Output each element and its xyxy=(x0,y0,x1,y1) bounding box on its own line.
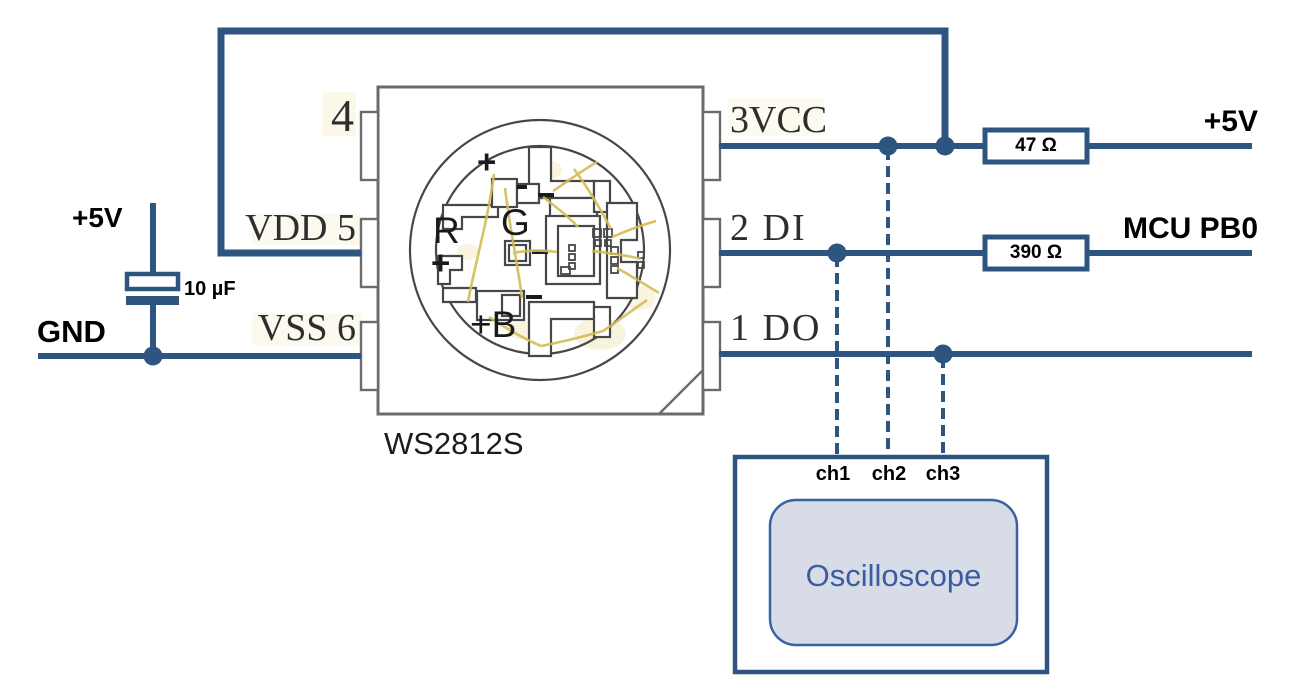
pin-stub-5-vdd xyxy=(359,217,380,289)
led-die-drawing xyxy=(408,118,672,382)
die-red-label: R xyxy=(433,210,460,251)
cap-plate-bottom xyxy=(126,296,179,305)
ic-bond-pads xyxy=(560,228,645,275)
ch1-label: ch1 xyxy=(815,463,851,485)
ws2812s-package xyxy=(252,85,824,416)
lens-outer-circle xyxy=(408,118,672,382)
resistor-47-value: 47 Ω xyxy=(1015,135,1057,156)
gnd-label: GND xyxy=(37,314,106,349)
pin-2-di-label: 2 DI xyxy=(730,207,807,249)
junction-dots xyxy=(143,136,955,366)
vdd-loop-wire xyxy=(217,27,949,257)
pin-6-vss-label: VSS 6 xyxy=(257,307,356,349)
pin-stub-3-vcc xyxy=(701,110,722,182)
frame-leftmid-step xyxy=(436,254,464,286)
oscilloscope-symbol xyxy=(732,454,1050,675)
driver-ic xyxy=(544,214,602,286)
plus5v-left-label: +5V xyxy=(72,202,123,233)
pin-stub-4 xyxy=(359,110,380,182)
die-plus-top-mark: + xyxy=(477,143,497,180)
ch3-label: ch3 xyxy=(925,463,961,485)
scan-smudge xyxy=(252,313,362,345)
die-green-label: G xyxy=(501,202,530,243)
pin-stub-2-di xyxy=(701,217,722,289)
part-number-label: WS2812S xyxy=(384,426,524,461)
capacitor-symbol xyxy=(124,271,181,305)
pin-stub-6-vss xyxy=(359,320,380,392)
vcc-junction-ch2 xyxy=(878,136,898,156)
cap-plate-top xyxy=(124,271,181,292)
scan-smudge xyxy=(728,98,824,136)
oscilloscope-screen xyxy=(768,498,1019,647)
resistor-47-box xyxy=(982,127,1090,165)
pin-1-do-label: 1 DO xyxy=(730,307,822,349)
resistor-390-value: 390 Ω xyxy=(1009,242,1063,263)
resistor-390-box xyxy=(982,234,1090,272)
wires xyxy=(38,27,1252,359)
scan-smudge xyxy=(322,92,356,136)
gnd-junction xyxy=(143,346,163,366)
pin-stub-1-do xyxy=(701,320,722,392)
oscilloscope-label: Oscilloscope xyxy=(805,558,982,593)
die-plus-left-mark: + xyxy=(431,244,451,281)
pin-4-label: 4 xyxy=(331,90,354,141)
resistor-symbols xyxy=(982,127,1090,272)
probe-lines xyxy=(835,149,945,457)
di-junction xyxy=(827,243,847,263)
chamfer-mark xyxy=(659,370,703,414)
capacitor-value-label: 10 µF xyxy=(184,278,236,300)
bond-wires xyxy=(466,160,660,348)
pin-5-vdd-label: VDD 5 xyxy=(245,207,356,249)
pin-3-vcc-label: 3VCC xyxy=(730,99,828,141)
ic-die xyxy=(556,224,596,278)
vcc-junction-loop xyxy=(935,136,955,156)
ch2-label: ch2 xyxy=(871,463,907,485)
do-junction xyxy=(933,344,953,364)
frame-bottom-arm xyxy=(527,300,596,358)
mcu-pb0-label: MCU PB0 xyxy=(1122,212,1258,245)
scan-smudge xyxy=(252,213,360,245)
plus5v-right-label: +5V xyxy=(1203,105,1258,138)
die-blue-label: +B xyxy=(470,304,517,345)
blue-chip xyxy=(500,293,522,318)
